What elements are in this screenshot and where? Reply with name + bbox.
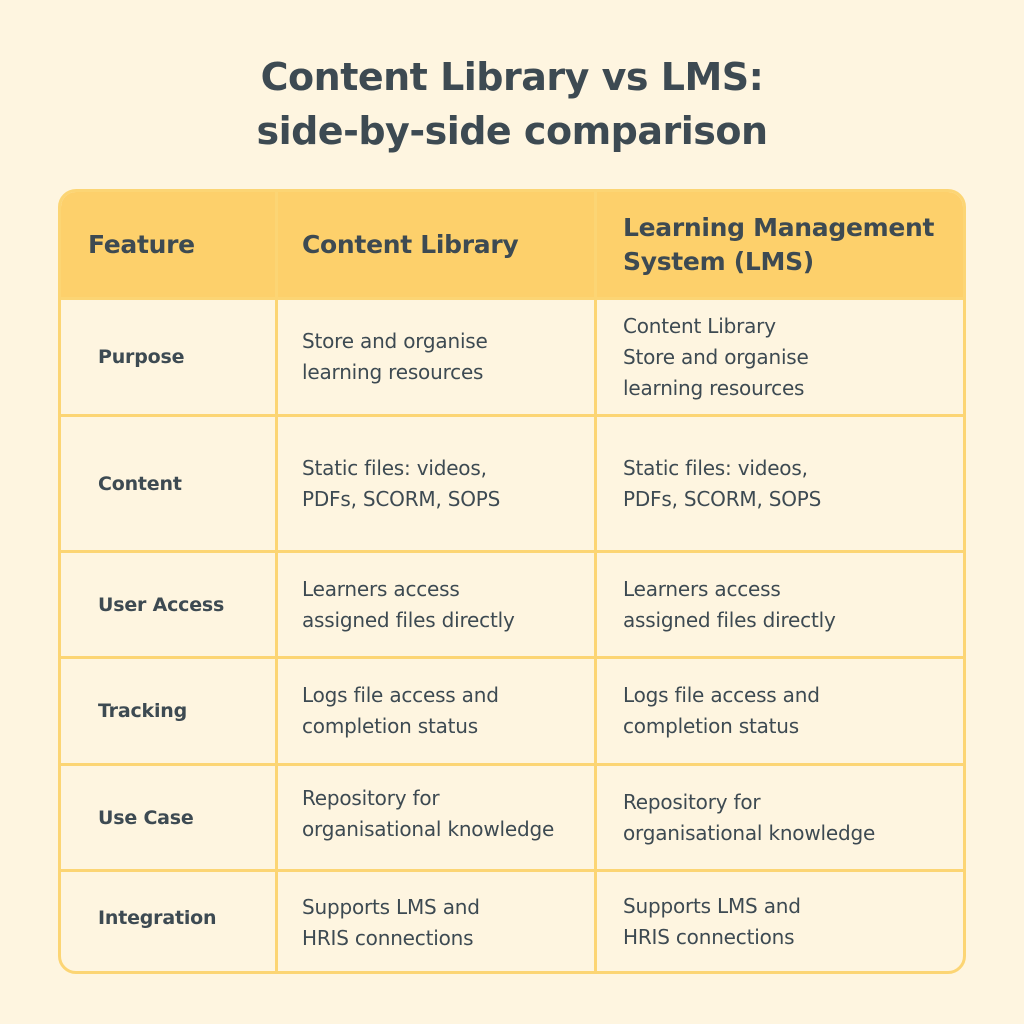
cell-line: Store and organise [623,344,809,369]
row-use-case-feature: Use Case [98,766,194,869]
header-lms: Learning Management System (LMS) [623,192,963,297]
row-content-content-library: Static files: videos, PDFs, SCORM, SOPS [302,417,602,550]
row-integration-feature: Integration [98,872,217,964]
row-tracking-content-library: Logs file access and completion status [302,659,602,763]
comparison-table: Feature Content Library Learning Managem… [58,189,966,974]
cell-line: Learners access [623,576,781,601]
row-use-case-lms: Repository for organisational knowledge [623,766,958,869]
cell-line: organisational knowledge [623,820,876,845]
row-divider [61,297,963,300]
row-tracking-lms: Logs file access and completion status [623,659,958,763]
row-divider [61,414,963,417]
row-integration-content-library: Supports LMS and HRIS connections [302,872,602,971]
row-user-access-content-library: Learners access assigned files directly [302,553,602,656]
cell-line: Repository for [623,789,761,814]
cell-line: learning resources [623,375,805,400]
header-content-library-label: Content Library [302,229,519,259]
title-line-2: side-by-side comparison [256,109,768,153]
row-divider [61,656,963,659]
cell-line: Supports LMS and [302,895,480,919]
cell-line: completion status [623,714,799,738]
cell-line: Repository for [302,785,440,810]
row-user-access-feature: User Access [98,553,224,656]
row-content-feature: Content [98,417,182,550]
table-header-row [61,192,963,297]
row-divider [61,763,963,766]
row-user-access-lms: Learners access assigned files directly [623,553,958,656]
cell-line: HRIS connections [302,926,474,950]
column-divider [275,192,278,971]
row-purpose-lms: Content Library Store and organise learn… [623,300,958,414]
header-feature: Feature [88,192,268,297]
feature-label: User Access [98,593,225,616]
cell-line: Store and organise [302,329,488,353]
cell-line: PDFs, SCORM, SOPS [623,486,822,511]
column-divider [594,192,597,971]
cell-line: assigned files directly [302,607,515,632]
title-line-1: Content Library vs LMS: [260,55,764,99]
cell-line: Supports LMS and [623,894,801,918]
header-content-library: Content Library [302,192,592,297]
header-feature-label: Feature [88,229,195,259]
row-divider [61,550,963,553]
row-purpose-content-library: Store and organise learning resources [302,300,602,414]
row-integration-lms: Supports LMS and HRIS connections [623,872,958,971]
page-title: Content Library vs LMS: side-by-side com… [0,50,1024,158]
cell-line: learning resources [302,360,484,384]
row-divider [61,869,963,872]
cell-line: Static files: videos, [623,455,808,480]
row-content-lms: Static files: videos, PDFs, SCORM, SOPS [623,417,958,550]
feature-label: Integration [98,907,217,929]
row-use-case-content-library: Repository for organisational knowledge [302,766,602,861]
cell-line: PDFs, SCORM, SOPS [302,486,501,511]
cell-line: Static files: videos, [302,455,487,480]
header-lms-label-line-1: Learning Management [623,212,935,242]
cell-line: organisational knowledge [302,816,555,841]
row-purpose-feature: Purpose [98,300,184,414]
cell-line: HRIS connections [623,925,795,949]
feature-label: Purpose [98,346,185,368]
row-tracking-feature: Tracking [98,659,187,763]
cell-line: Content Library [623,313,776,338]
feature-label: Use Case [98,806,194,829]
cell-line: Logs file access and [623,683,820,707]
cell-line: assigned files directly [623,607,836,632]
cell-line: Learners access [302,576,460,601]
cell-line: completion status [302,714,478,738]
cell-line: Logs file access and [302,683,499,707]
feature-label: Tracking [98,700,188,722]
header-lms-label-line-2: System (LMS) [623,246,814,276]
feature-label: Content [98,472,182,495]
